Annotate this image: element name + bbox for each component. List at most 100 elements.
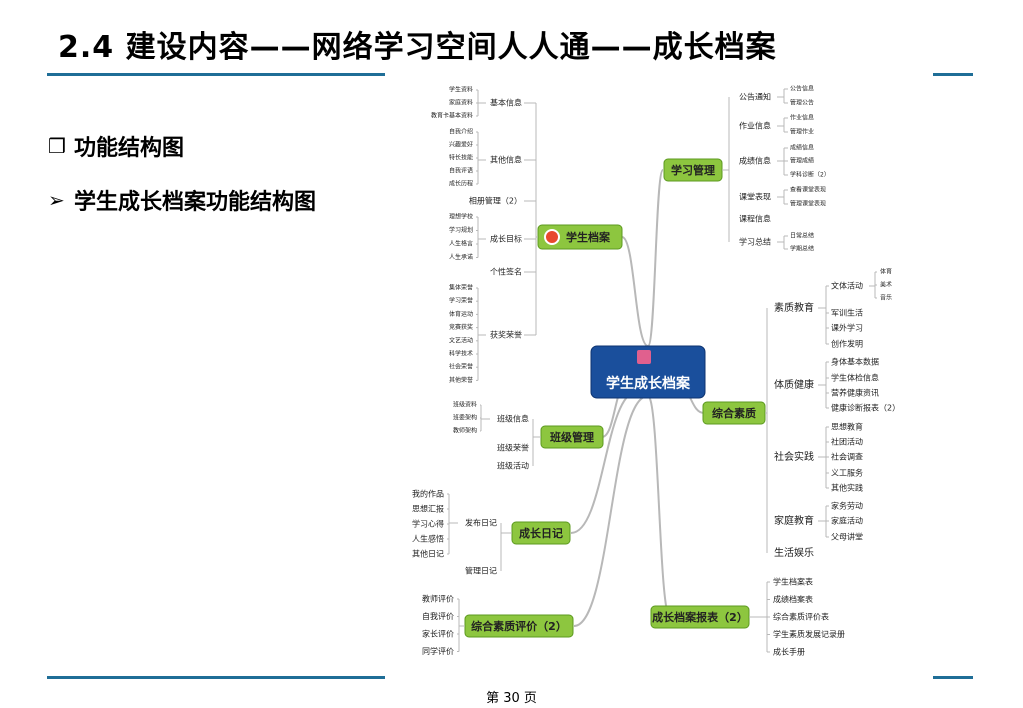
student-file-group: 其他信息 xyxy=(490,155,522,165)
quality-leaf: 军训生活 xyxy=(831,308,863,318)
quality-leaf: 健康诊断报表（2） xyxy=(831,403,900,413)
quality-leaf: 家庭活动 xyxy=(831,516,863,526)
square-bullet-icon: ❒ xyxy=(48,134,66,158)
quality-leaf: 学生体检信息 xyxy=(831,373,879,383)
growth-diary-leaf: 人生感悟 xyxy=(412,534,444,544)
study-mgmt-group: 公告通知 xyxy=(739,92,771,102)
study-mgmt-label: 学习管理 xyxy=(671,163,715,177)
student-file-leaf: 兴趣爱好 xyxy=(449,141,473,149)
student-file-leaf: 家庭资料 xyxy=(449,99,473,107)
bullet-list: ❒ 功能结构图 ➢ 学生成长档案功能结构图 xyxy=(48,130,316,238)
bullet-item: ➢ 学生成长档案功能结构图 xyxy=(48,184,316,216)
growth-diary-leaf: 思想汇报 xyxy=(412,504,444,514)
student-file-leaf: 社会荣誉 xyxy=(449,363,473,371)
title-underline-right xyxy=(933,73,973,76)
student-file-leaf: 学生资料 xyxy=(449,86,473,94)
quality-eval-leaf: 同学评价 xyxy=(422,646,454,656)
student-file-leaf: 人生承诺 xyxy=(449,253,473,261)
study-mgmt-leaf: 查看课堂表现 xyxy=(790,186,826,194)
growth-diary-leaf: 其他日记 xyxy=(412,549,444,559)
reports-leaf: 综合素质评价表 xyxy=(773,612,829,622)
class-mgmt-leaf: 班委架构 xyxy=(453,414,477,422)
quality-group: 素质教育 xyxy=(774,301,814,314)
study-mgmt-leaf: 日常总结 xyxy=(790,232,814,240)
quality-leaf: 课外学习 xyxy=(831,323,863,333)
study-mgmt-leaf: 作业信息 xyxy=(790,114,814,122)
reports-leaf: 学生档案表 xyxy=(773,577,813,587)
study-mgmt-leaf: 管理课堂表现 xyxy=(790,200,826,208)
student-file-group: 获奖荣誉 xyxy=(490,330,522,340)
arrow-bullet-icon: ➢ xyxy=(48,188,65,212)
growth-diary-leaf: 学习心得 xyxy=(412,519,444,529)
growth-diary-leaf: 我的作品 xyxy=(412,489,444,499)
branch-connector xyxy=(573,395,649,627)
reports-leaf: 学生素质发展记录册 xyxy=(773,629,845,639)
student-file-label: 学生档案 xyxy=(566,230,611,244)
page-number: 第 30 页 xyxy=(486,691,537,706)
study-mgmt-group: 课程信息 xyxy=(739,214,771,224)
branch-connector xyxy=(621,236,649,347)
target-icon xyxy=(544,229,560,245)
student-file-leaf: 集体荣誉 xyxy=(449,284,473,292)
bullet-text: 学生成长档案功能结构图 xyxy=(74,190,317,215)
student-file-group: 基本信息 xyxy=(490,98,522,108)
study-mgmt-group: 作业信息 xyxy=(739,121,771,131)
class-mgmt-label: 班级管理 xyxy=(550,430,594,444)
quality-group: 生活娱乐 xyxy=(774,546,814,559)
study-mgmt-leaf: 学科诊断（2） xyxy=(790,171,830,179)
student-file-leaf: 教育卡基本资料 xyxy=(431,112,473,120)
center-node-label: 学生成长档案 xyxy=(606,375,691,392)
study-mgmt-group: 成绩信息 xyxy=(739,156,771,166)
class-mgmt-group: 班级信息 xyxy=(497,414,529,424)
footer-rule-left xyxy=(47,676,385,679)
bullet-text: 功能结构图 xyxy=(74,136,185,161)
class-mgmt-group: 班级荣誉 xyxy=(497,443,529,453)
branch-connector xyxy=(647,169,664,347)
student-file-leaf: 文艺活动 xyxy=(449,336,473,344)
quality-group: 社会实践 xyxy=(774,450,814,463)
quality-leaf: 社团活动 xyxy=(831,437,863,447)
quality-leaf: 父母讲堂 xyxy=(831,532,863,542)
study-mgmt-leaf: 管理成绩 xyxy=(790,157,814,165)
quality-leaf: 社会调查 xyxy=(831,452,863,462)
quality-leaf: 义工服务 xyxy=(831,468,863,478)
student-file-group: 成长目标 xyxy=(490,234,522,244)
study-mgmt-leaf: 公告信息 xyxy=(790,85,814,93)
page-title: 2.4 建设内容——网络学习空间人人通——成长档案 xyxy=(58,30,777,65)
reports-label: 成长档案报表（2） xyxy=(652,610,748,624)
student-file-leaf: 学习荣誉 xyxy=(449,297,473,305)
student-file-leaf: 特长技能 xyxy=(449,154,473,162)
study-mgmt-leaf: 学期总结 xyxy=(790,245,814,253)
student-file-leaf: 成长历程 xyxy=(449,180,473,188)
quality-subleaf: 体育 xyxy=(880,268,892,276)
quality-leaf: 文体活动 xyxy=(831,281,863,291)
growth-diary-group: 管理日记 xyxy=(465,566,497,576)
quality-eval-label: 综合素质评价（2） xyxy=(471,619,567,633)
study-mgmt-leaf: 管理作业 xyxy=(790,128,814,136)
study-mgmt-leaf: 成绩信息 xyxy=(790,144,814,152)
branch-connector xyxy=(647,395,671,618)
title-underline-left xyxy=(47,73,385,76)
student-file-leaf: 其他荣誉 xyxy=(449,376,473,384)
quality-eval-leaf: 自我评价 xyxy=(422,611,454,621)
quality-leaf: 思想教育 xyxy=(831,422,863,432)
student-file-leaf: 自我评语 xyxy=(449,167,473,175)
student-file-leaf: 科学技术 xyxy=(449,350,473,358)
quality-label: 综合素质 xyxy=(712,406,756,420)
student-file-leaf: 理想学校 xyxy=(449,213,473,221)
student-file-leaf: 竞赛获奖 xyxy=(449,323,473,331)
quality-leaf: 家务劳动 xyxy=(831,501,863,511)
center-node-box xyxy=(590,345,706,399)
quality-subleaf: 美术 xyxy=(880,281,892,289)
quality-leaf: 身体基本数据 xyxy=(831,357,879,367)
quality-leaf: 创作发明 xyxy=(831,339,863,349)
study-mgmt-group: 课堂表现 xyxy=(739,192,771,202)
growth-diary-group: 发布日记 xyxy=(465,518,497,528)
student-file-leaf: 学习规划 xyxy=(449,226,473,234)
quality-eval-leaf: 教师评价 xyxy=(422,594,454,604)
student-file-group: 相册管理（2） xyxy=(469,196,522,206)
footer-rule-right xyxy=(933,676,973,679)
class-mgmt-group: 班级活动 xyxy=(497,461,529,471)
quality-leaf: 其他实践 xyxy=(831,483,863,493)
